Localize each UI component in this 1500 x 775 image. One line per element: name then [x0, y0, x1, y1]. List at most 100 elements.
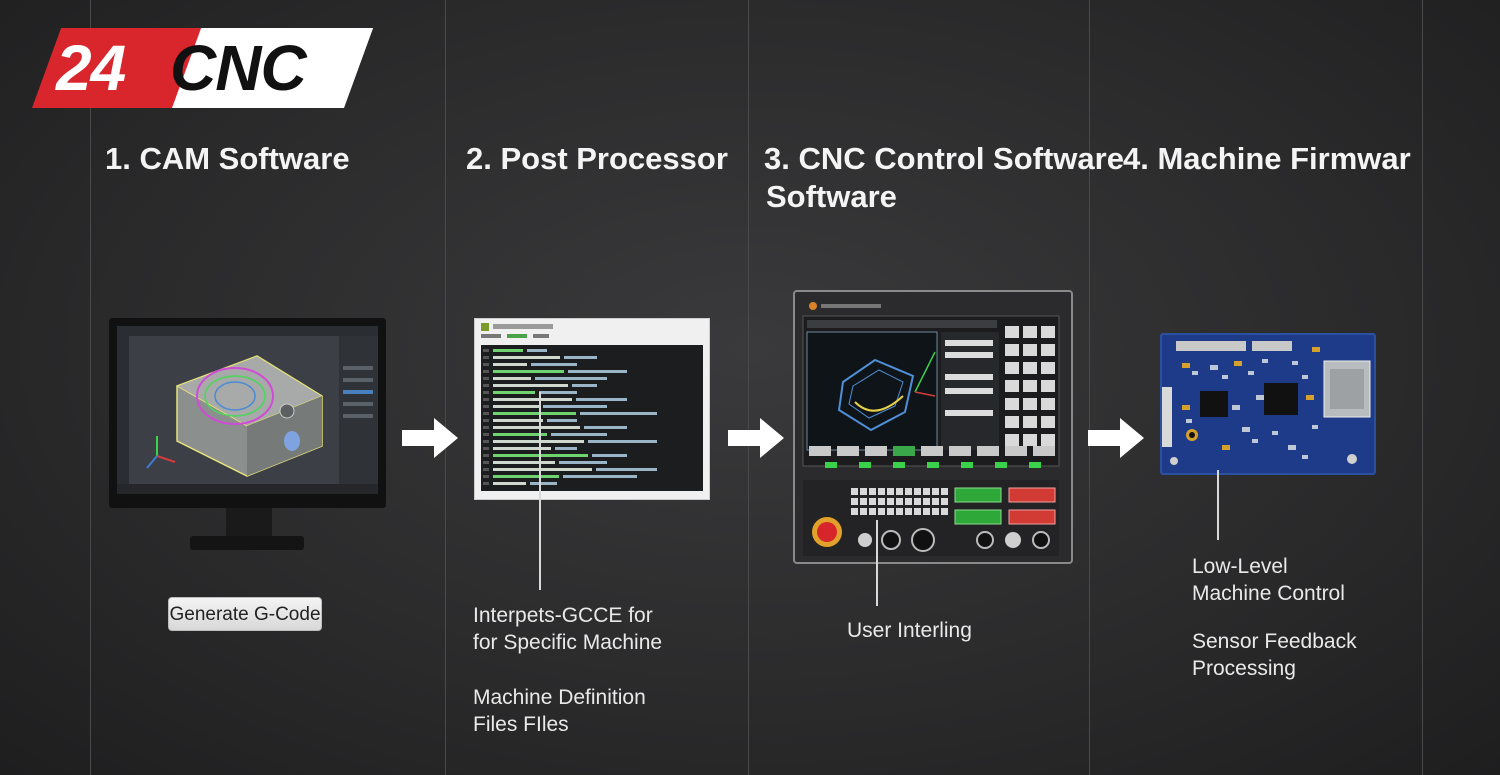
graphic-mark [543, 405, 607, 408]
graphic-mark [1005, 434, 1019, 446]
graphic-mark [483, 419, 489, 422]
graphic-mark [1186, 419, 1192, 423]
graphic-mark [483, 384, 489, 387]
graphic-mark [483, 412, 489, 415]
graphic-mark [1182, 405, 1190, 410]
graphic-mark [977, 446, 999, 456]
graphic-mark [563, 475, 637, 478]
graphic-mark [869, 508, 876, 515]
graphic-mark [809, 446, 831, 456]
column-divider [1422, 0, 1423, 775]
graphic-mark [483, 363, 489, 366]
graphic-mark [1252, 439, 1258, 443]
numeric-keypad [851, 488, 948, 515]
graphic-mark [860, 488, 867, 495]
graphic-mark [905, 508, 912, 515]
graphic-mark [493, 468, 592, 471]
monitor-stand [226, 508, 272, 538]
graphic-mark [493, 482, 526, 485]
led-row [825, 462, 1041, 468]
graphic-mark [923, 508, 930, 515]
caption-line: User Interling [847, 619, 972, 642]
graphic-mark [483, 447, 489, 450]
logo-number: 24 [56, 32, 126, 104]
graphic-mark [596, 468, 657, 471]
graphic-mark [1041, 344, 1055, 356]
graphic-mark [493, 461, 555, 464]
graphic-mark [1041, 326, 1055, 338]
graphic-mark [1222, 445, 1230, 450]
graphic-mark [851, 498, 858, 505]
graphic-mark [531, 363, 577, 366]
caption-line: Machine Definition [473, 686, 646, 709]
graphic-mark [576, 398, 627, 401]
leader-line [539, 392, 541, 590]
graphic-mark [896, 508, 903, 515]
code-window-icon [474, 318, 710, 500]
graphic-mark [932, 488, 939, 495]
cam-screen [117, 326, 378, 494]
graphic-mark [1029, 462, 1041, 468]
step-3-subtitle: Software [766, 179, 897, 214]
logo-text: CNC [170, 32, 307, 104]
graphic-mark [530, 482, 557, 485]
graphic-mark [493, 377, 531, 380]
graphic-mark [483, 433, 489, 436]
graphic-mark [1312, 425, 1318, 429]
caption-line: Low-Level [1192, 555, 1288, 578]
graphic-mark [493, 475, 559, 478]
graphic-mark [905, 498, 912, 505]
graphic-mark [932, 498, 939, 505]
pcb-graphic [1162, 341, 1371, 465]
graphic-mark [493, 447, 551, 450]
graphic-mark [572, 384, 597, 387]
graphic-mark [483, 454, 489, 457]
step-1-title: 1. CAM Software [105, 141, 350, 176]
generate-gcode-button[interactable]: Generate G-Code [168, 597, 322, 631]
cnc-control-panel-icon [793, 290, 1073, 564]
graphic-mark [893, 446, 915, 456]
graphic-mark [914, 498, 921, 505]
graphic-mark [580, 412, 657, 415]
arrow-right-icon [402, 418, 458, 458]
graphic-mark [493, 370, 564, 373]
graphic-mark [932, 508, 939, 515]
graphic-mark [1041, 416, 1055, 428]
graphic-mark [559, 461, 607, 464]
graphic-mark [1005, 416, 1019, 428]
graphic-mark [493, 349, 523, 352]
graphic-mark [483, 475, 489, 478]
graphic-mark [1041, 434, 1055, 446]
graphic-mark [878, 488, 885, 495]
graphic-mark [961, 462, 973, 468]
graphic-mark [878, 498, 885, 505]
graphic-mark [1041, 398, 1055, 410]
graphic-mark [588, 440, 657, 443]
caption-line: Files FIles [473, 713, 569, 736]
monitor-icon [109, 318, 386, 508]
graphic-mark [887, 488, 894, 495]
step-3-caption-1: User Interling [847, 617, 972, 644]
graphic-mark [1005, 380, 1019, 392]
graphic-mark [483, 440, 489, 443]
graphic-mark [483, 405, 489, 408]
graphic-mark [941, 488, 948, 495]
graphic-mark [483, 377, 489, 380]
graphic-mark [493, 440, 584, 443]
caption-line: Machine Control [1192, 582, 1345, 605]
graphic-mark [1306, 395, 1314, 400]
leader-line [876, 520, 878, 606]
step-2-caption-2: Machine Definition Files FIles [473, 684, 646, 738]
graphic-mark [927, 462, 939, 468]
graphic-mark [564, 356, 597, 359]
graphic-mark [1023, 434, 1037, 446]
graphic-mark [1210, 365, 1218, 370]
graphic-mark [555, 447, 577, 450]
graphic-mark [896, 498, 903, 505]
graphic-mark [1033, 446, 1055, 456]
graphic-mark [941, 498, 948, 505]
step-4-title: 4. Machine Firmwar [1123, 141, 1411, 176]
step-2-caption-1: Interpets-GCCE for for Specific Machine [473, 602, 662, 656]
graphic-mark [878, 508, 885, 515]
graphic-mark [859, 462, 871, 468]
